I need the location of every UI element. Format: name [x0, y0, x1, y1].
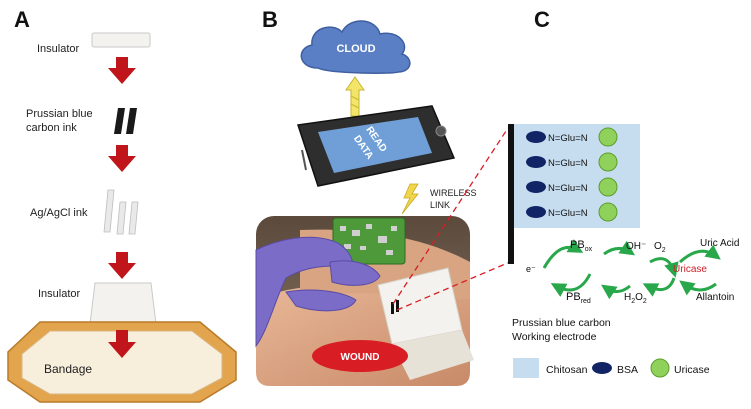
- electrode-bar: [508, 124, 514, 264]
- enzyme-chain-4: [526, 202, 618, 222]
- panel-label-c: C: [534, 7, 550, 32]
- uricase-molecule: [598, 152, 618, 172]
- uricase-molecule: [598, 202, 618, 222]
- wound-area: [312, 340, 408, 372]
- zoom-line-bottom: [396, 261, 511, 311]
- electrode-label-line2: Working electrode: [512, 331, 597, 343]
- electron-label: e⁻: [526, 264, 536, 274]
- legend-uricase-label: Uricase: [674, 364, 710, 376]
- enzyme-chain-2-label: N=Glu=N: [548, 158, 588, 169]
- legend-bsa-swatch: [592, 362, 612, 374]
- pb-red-label: PBred: [566, 291, 591, 305]
- pb-ink-label-line1: Prussian blue: [26, 108, 93, 120]
- enzyme-chain-4-label: N=Glu=N: [548, 208, 588, 219]
- insulator-bottom-sheet: [89, 282, 157, 325]
- pb-ox-label: PBox: [570, 239, 593, 253]
- insulator-top-strip: [91, 32, 151, 48]
- wound-label: WOUND: [341, 352, 380, 363]
- zoom-line-top: [392, 127, 509, 305]
- legend-bsa-label: BSA: [617, 364, 638, 376]
- pb-ink-label-line2: carbon ink: [26, 122, 77, 134]
- wireless-label-line1: WIRELESS: [430, 188, 477, 198]
- hydroxide-label: OH⁻: [626, 241, 646, 252]
- down-arrow-1: [108, 57, 136, 84]
- bsa-molecule: [526, 156, 546, 168]
- enzyme-chain-3-label: N=Glu=N: [548, 183, 588, 194]
- glove-hand: [255, 236, 381, 348]
- legend-chitosan-label: Chitosan: [546, 364, 588, 376]
- panel-label-b: B: [262, 7, 278, 32]
- enzyme-chain-1: [526, 127, 618, 147]
- legend-chitosan-swatch: [513, 358, 539, 378]
- wireless-label-line2: LINK: [430, 200, 450, 210]
- pb-carbon-ink-traces: [114, 108, 137, 134]
- bandage: [7, 321, 237, 403]
- down-arrow-4: [108, 330, 136, 358]
- enzyme-chain-1-label: N=Glu=N: [548, 133, 588, 144]
- electrode-label-line1: Prussian blue carbon: [512, 317, 611, 329]
- uricase-enzyme-label: Uricase: [673, 264, 707, 275]
- uric-acid-label: Uric Acid: [700, 238, 739, 249]
- bsa-molecule: [526, 181, 546, 193]
- insulator-top-label: Insulator: [37, 43, 80, 55]
- down-arrow-2: [108, 145, 136, 172]
- agcl-ink-label: Ag/AgCl ink: [30, 207, 88, 219]
- agagcl-ink-traces: [103, 189, 139, 235]
- wound-photo: [255, 216, 474, 386]
- upload-arrow-icon: [345, 76, 365, 117]
- allantoin-label: Allantoin: [696, 292, 734, 303]
- panel-label-a: A: [14, 7, 30, 32]
- bsa-molecule: [526, 206, 546, 218]
- smartphone-icon: [297, 105, 456, 187]
- enzyme-chain-3: [526, 177, 618, 197]
- insulator-bottom-label: Insulator: [38, 288, 81, 300]
- down-arrow-3: [108, 252, 136, 279]
- cloud-icon: [300, 20, 411, 74]
- uricase-molecule: [598, 127, 618, 147]
- legend-uricase-swatch: [650, 358, 670, 378]
- uricase-molecule: [598, 177, 618, 197]
- bandage-label: Bandage: [44, 362, 92, 376]
- enzyme-chain-2: [526, 152, 618, 172]
- lightning-bolt-icon: [401, 183, 419, 215]
- bsa-molecule: [526, 131, 546, 143]
- hydrogen-peroxide-label: H2O2: [624, 292, 647, 305]
- redox-cycle-arrows: [542, 239, 721, 300]
- oxygen-label: O2: [654, 241, 666, 254]
- cloud-label: CLOUD: [336, 43, 375, 55]
